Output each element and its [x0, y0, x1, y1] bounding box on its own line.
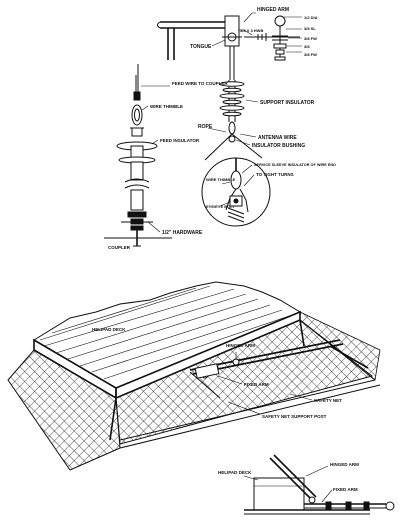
- wire-end-detail-circle: [201, 157, 271, 227]
- label-rope: ROPE: [198, 124, 213, 130]
- label-dim-2: 3/8 SL: [304, 26, 316, 31]
- label-support-insulator: SUPPORT INSULATOR: [260, 100, 315, 106]
- label-fixed-arm-mid: FIXED ARM: [244, 382, 269, 387]
- label-safety-net-post: SAFETY NET SUPPORT POST: [262, 414, 327, 419]
- label-feed-insulator: FEED INSULATOR: [160, 138, 200, 143]
- label-hardware: 1/2" HARDWARE: [162, 230, 203, 236]
- label-hinged-arm-top: HINGED ARM: [257, 7, 289, 13]
- label-wire-thimble-detail: WIRE THIMBLE: [206, 177, 236, 182]
- feed-insulator-assembly: [104, 64, 172, 247]
- label-helipad-deck-bottom: HELIPAD DECK: [218, 470, 252, 475]
- label-feed-wire: FEED WIRE TO COUPLER: [172, 81, 228, 86]
- hardware-exploded-view: [211, 12, 302, 61]
- support-insulator: [204, 80, 263, 161]
- label-tongue: TONGUE: [190, 44, 212, 50]
- side-elevation-view: [244, 454, 395, 515]
- label-dim-5: 3/8 FW: [304, 52, 317, 57]
- label-hinged-arm-mid: HINGED ARM: [226, 343, 255, 348]
- safety-net: [7, 311, 381, 471]
- arms-over-net: [189, 339, 344, 379]
- label-dim-4: 3/8: [304, 44, 310, 49]
- label-antenna-wire: ANTENNA WIRE: [258, 135, 297, 141]
- label-safety-net: SAFETY NET: [314, 398, 342, 403]
- label-eye-bolt: EYE/EYE BOLT: [206, 204, 235, 209]
- label-wire-thimble: WIRE THIMBLE: [150, 104, 183, 109]
- label-dim-3: 3/8 FW: [304, 36, 317, 41]
- hinged-arm-assembly: [157, 15, 242, 80]
- label-insulator-bushing: INSULATOR BUSHING: [252, 143, 305, 149]
- label-hinged-arm-bottom: HINGED ARM: [330, 462, 359, 467]
- label-coupler: COUPLER: [108, 245, 131, 250]
- label-bolt-spec: 3/8 X 3 HWB: [240, 28, 263, 33]
- label-helipad-deck: HELIPAD DECK: [92, 327, 126, 332]
- label-tight-turns: TO TIGHT TURNS: [256, 172, 294, 177]
- label-sealant-note: SERVICE SLEEVE INSULATOR OF WIRE END: [254, 163, 336, 167]
- label-dim-1: 1/2 DIA: [304, 15, 318, 20]
- label-fixed-arm-bottom: FIXED ARM: [333, 487, 358, 492]
